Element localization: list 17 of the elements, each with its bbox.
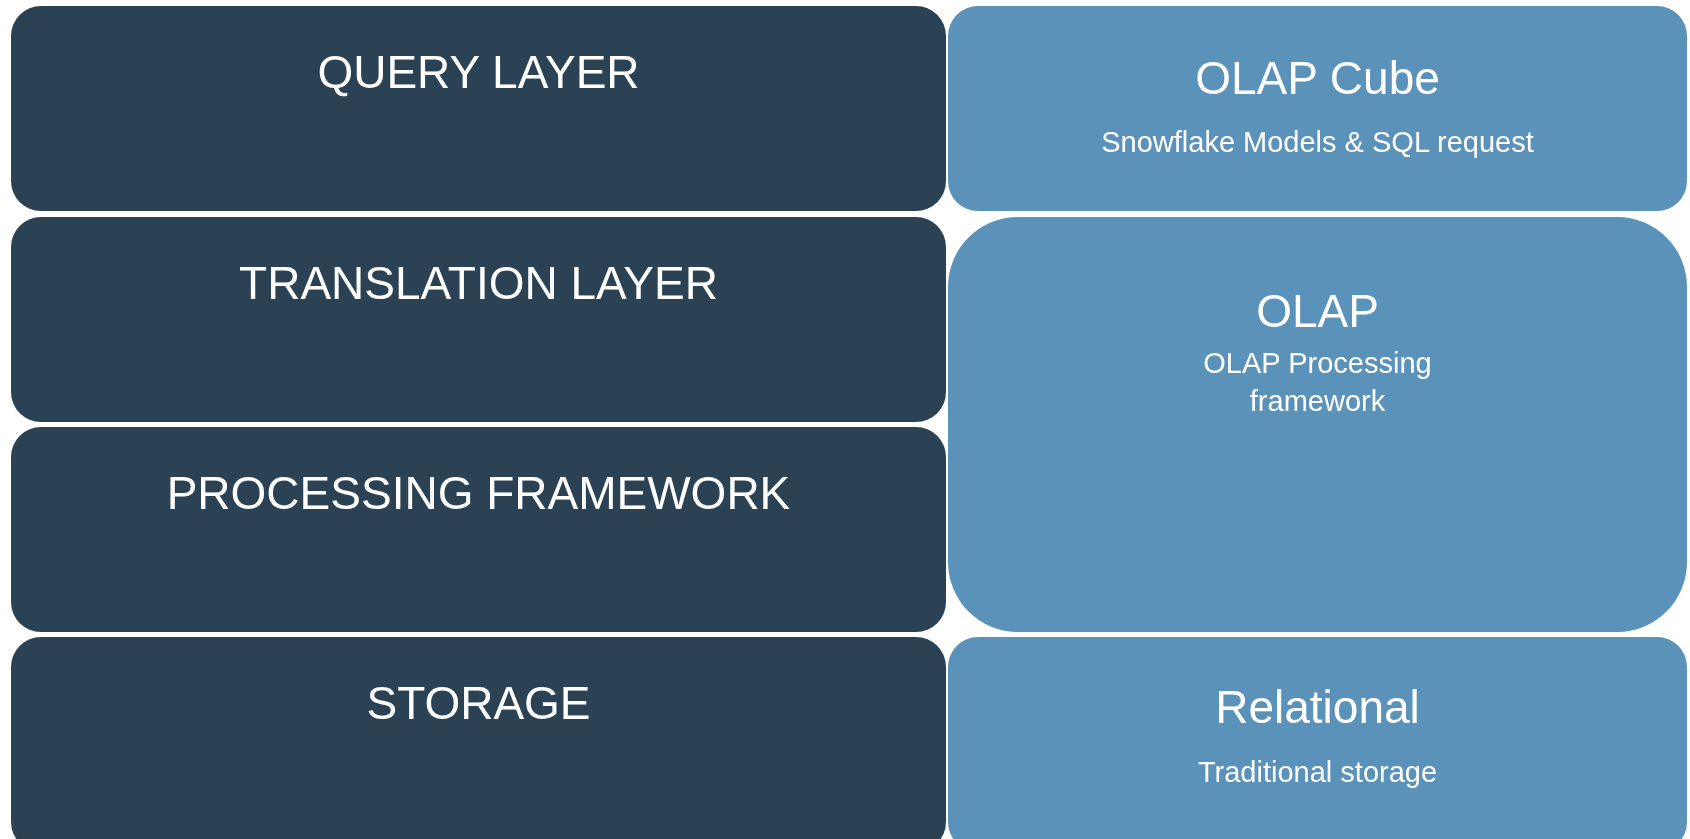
box-title: TRANSLATION LAYER xyxy=(239,257,718,310)
technology-box xyxy=(948,6,1687,211)
layer-box xyxy=(11,427,946,632)
technology-box xyxy=(948,637,1687,839)
box-title: STORAGE xyxy=(366,677,591,730)
layer-box xyxy=(11,637,946,839)
box-title: OLAP Cube xyxy=(1195,52,1440,105)
box-title: Relational xyxy=(1215,681,1420,734)
technology-box xyxy=(948,217,1687,632)
box-subtitle: Snowflake Models & SQL request xyxy=(1101,125,1534,160)
box-subtitle: OLAP Processing framework xyxy=(1202,346,1433,419)
layer-box xyxy=(11,6,946,211)
layer-box xyxy=(11,217,946,422)
box-title: PROCESSING FRAMEWORK xyxy=(166,467,791,520)
box-title: QUERY LAYER xyxy=(317,46,640,99)
box-subtitle: Traditional storage xyxy=(1197,755,1438,790)
box-title: OLAP xyxy=(1256,285,1379,338)
